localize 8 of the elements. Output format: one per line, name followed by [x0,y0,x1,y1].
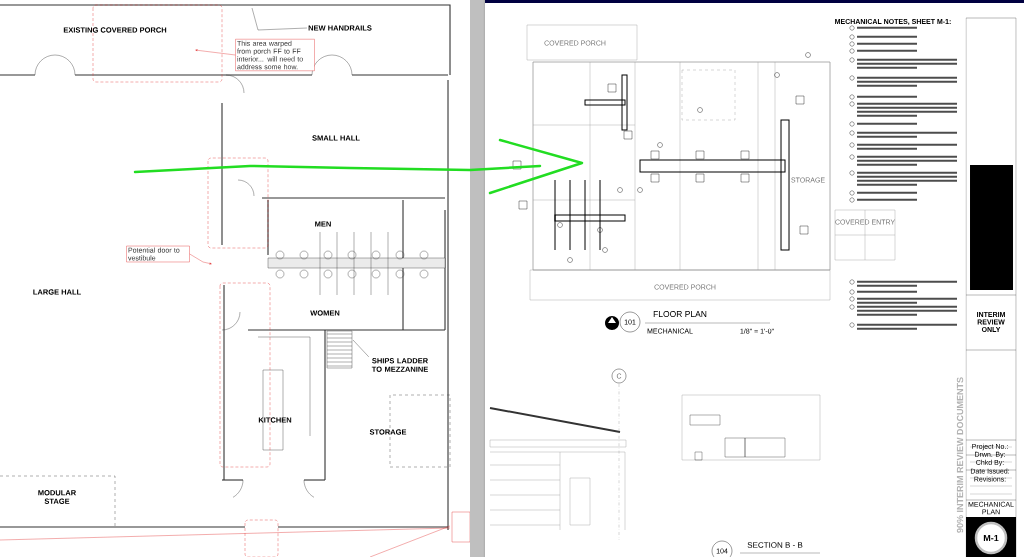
sheet-number: M-1 [983,534,999,542]
leader-line [251,7,308,31]
drawing-title: SECTION B - B [747,542,803,548]
leader-line [352,339,369,358]
stamp-text: 90% INTERIM REVIEW DOCUMENTS [956,377,964,533]
leader-arrow [189,253,212,265]
leader-arrow [195,49,236,56]
drawing-title: FLOOR PLAN [653,311,707,317]
